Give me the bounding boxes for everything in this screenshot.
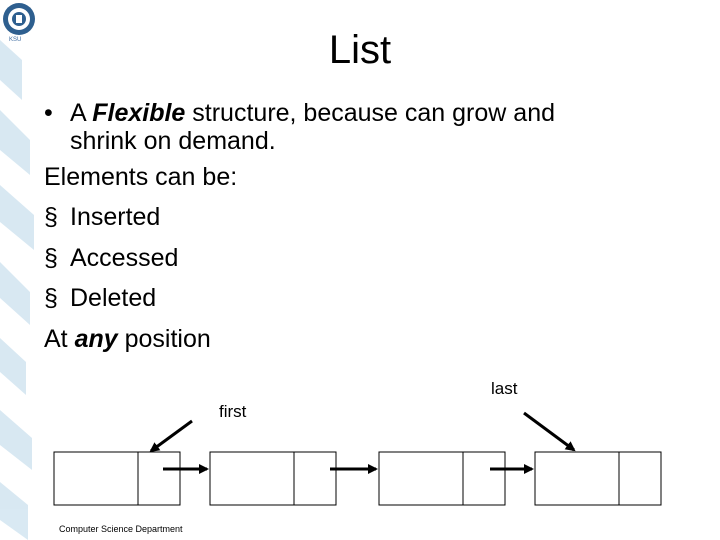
bullet-rest-line1: structure, because can grow and: [185, 99, 555, 127]
position-suffix: position: [117, 324, 211, 353]
last-label: last: [491, 379, 518, 398]
slide-body: • A Flexible structure, because can grow…: [44, 93, 684, 359]
list-node-2: [209, 451, 337, 506]
position-emphasis: any: [74, 324, 118, 353]
bullet-continuation: shrink on demand.: [70, 126, 276, 155]
last-pointer-arrow: [523, 411, 576, 452]
elements-intro: Elements can be:: [44, 162, 238, 191]
logo-caption: KSU: [9, 37, 22, 43]
first-pointer-arrow: [149, 419, 193, 453]
item-label: Accessed: [70, 243, 179, 272]
item-label: Inserted: [70, 203, 161, 231]
bullet-flexible: • A Flexible structure, because can grow…: [44, 93, 684, 134]
bullet-dot: •: [44, 99, 53, 127]
bullet-prefix: A: [70, 99, 93, 127]
section-marker: §: [44, 203, 58, 231]
item-label: Deleted: [70, 284, 157, 312]
section-marker: §: [44, 284, 58, 312]
item-deleted: § Deleted: [44, 278, 684, 319]
position-line: At any position: [44, 319, 684, 360]
slide-title: List: [328, 28, 392, 72]
position-prefix: At: [44, 324, 75, 353]
footer-text: Computer Science Department: [59, 524, 183, 534]
item-inserted: § Inserted: [44, 197, 684, 238]
item-accessed: § Accessed: [44, 238, 684, 279]
list-node-4: [534, 451, 662, 506]
university-logo-icon: [3, 3, 35, 35]
first-label: first: [219, 402, 247, 421]
list-node-1: [53, 451, 181, 506]
section-marker: §: [44, 243, 58, 272]
list-node-3: [378, 451, 506, 506]
bullet-emphasis: Flexible: [92, 99, 186, 127]
